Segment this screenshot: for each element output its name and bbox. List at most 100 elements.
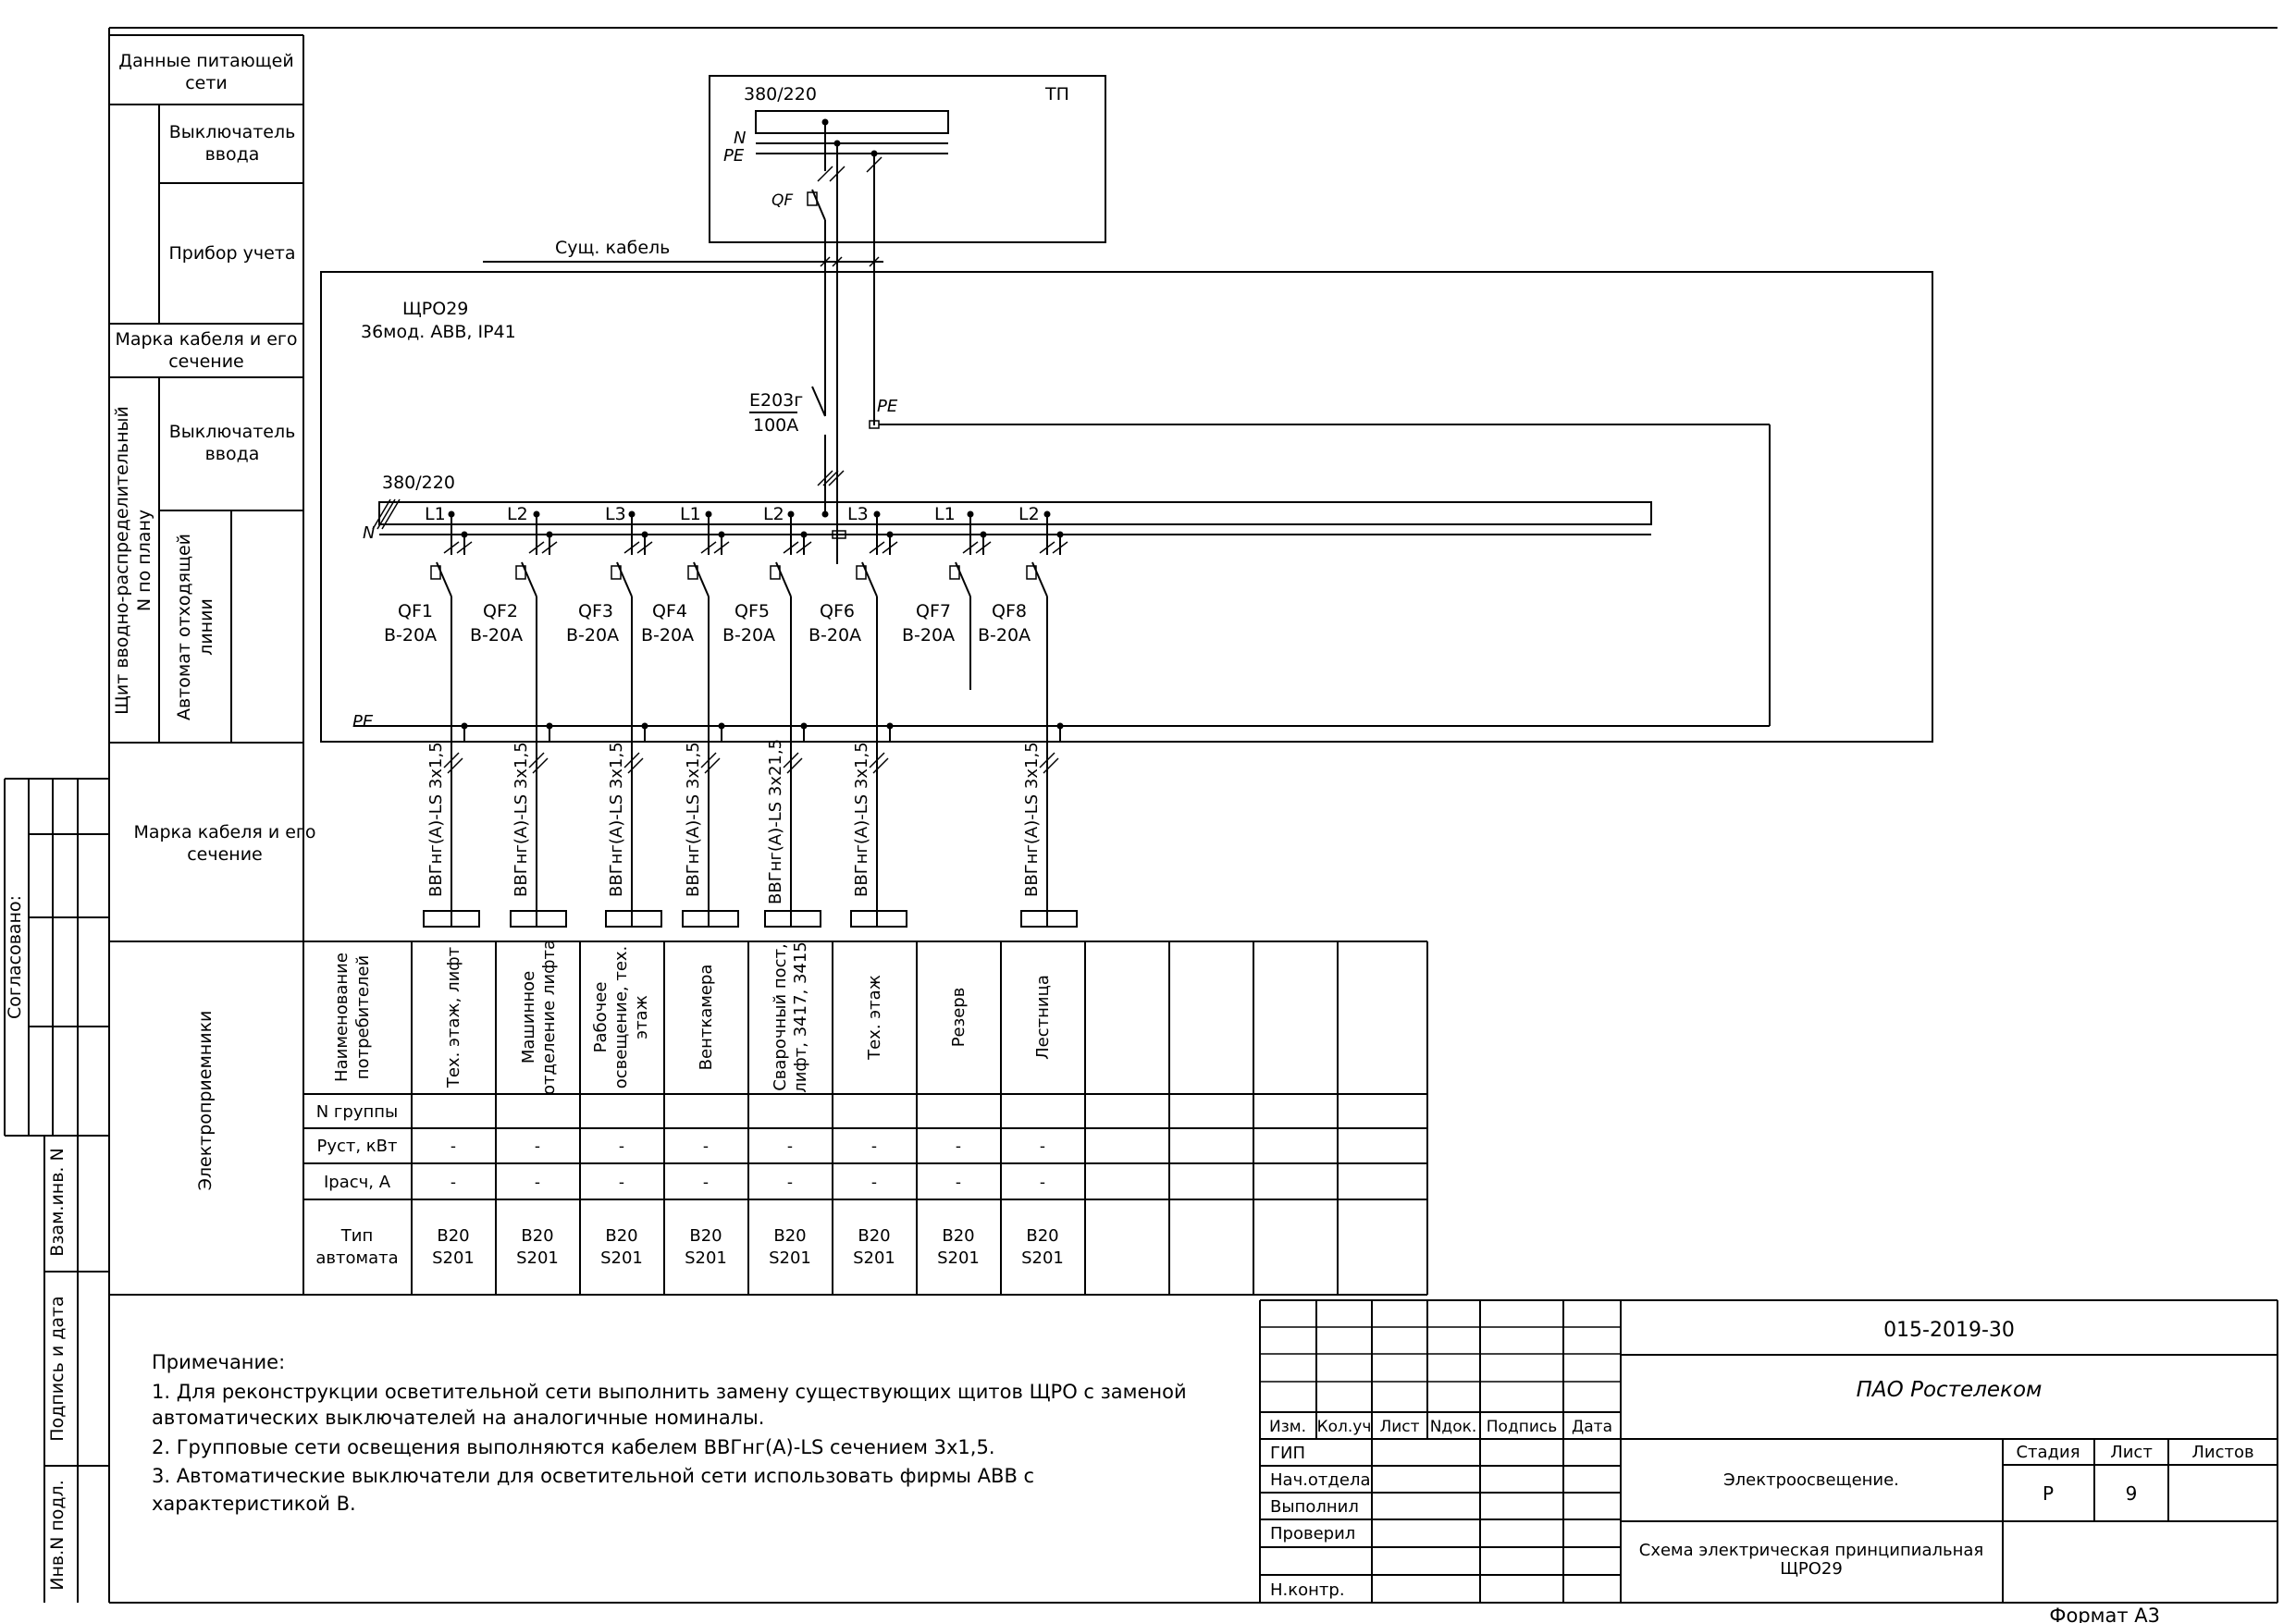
i-calc-header: Iрасч, А — [324, 1173, 391, 1192]
receivers-vertical-label: Электроприемники — [195, 1011, 216, 1191]
p-value: - — [787, 1137, 793, 1156]
tp-voltage-label: 380/220 — [744, 84, 817, 105]
p-value: - — [535, 1137, 540, 1156]
soglasovano-label: Согласовано: — [5, 895, 25, 1019]
circuit-2: QF2 B-20A ВВГнг(А)-LS 3х1,5 — [470, 510, 567, 928]
qf-rating: B-20A — [722, 625, 775, 646]
panel-voltage-label: 380/220 — [382, 473, 455, 493]
outgoing-circuits: QF1 B-20A ВВГнг(А)-LS 3х1,5 QF2 B-20A ВВ… — [384, 510, 1078, 928]
i-value: - — [703, 1174, 709, 1192]
title-block: 015-2019-30 ПАО Ростелеком Изм. Кол.уч Л… — [1259, 1299, 2277, 1603]
role-proveril: Проверил — [1270, 1524, 1355, 1543]
consumer-name: Рабочееосвещение, тех.этаж — [591, 946, 651, 1089]
notes: Примечание: 1. Для реконструкции осветит… — [152, 1351, 1187, 1515]
cable-label: ВВГнг(А)-LS 3х21,5 — [766, 739, 785, 904]
qf-label: QF5 — [734, 601, 770, 621]
phase-label-8: L2 — [1018, 504, 1040, 524]
role-nach-otdela: Нач.отдела — [1270, 1470, 1370, 1490]
p-value: - — [1040, 1137, 1045, 1156]
phase-label-5: L2 — [763, 504, 784, 524]
role-gip: ГИП — [1270, 1444, 1305, 1463]
header-kol-uch: Кол.уч — [1317, 1418, 1372, 1436]
phase-label-7: L1 — [934, 504, 956, 524]
tp-n-label: N — [734, 129, 746, 148]
distribution-panel: ЩРО29 36мод. ABB, IP41 E203г 100А PE PE … — [320, 254, 1933, 743]
circuit-3: QF3 B-20A ВВГнг(А)-LS 3х1,5 — [566, 510, 662, 928]
p-inst-header: Руст, кВт — [316, 1137, 397, 1156]
stage-value: Р — [2043, 1482, 2054, 1505]
i-value: - — [956, 1174, 961, 1192]
consumer-name: Лестница — [1033, 975, 1053, 1060]
section-name: Электроосвещение. — [1723, 1470, 1899, 1490]
cable-label: ВВГнг(А)-LS 3х1,5 — [852, 742, 871, 897]
i-value: - — [619, 1174, 624, 1192]
consumer-name: Тех. этаж — [865, 975, 884, 1061]
vzam-inv-label: Взам.инв. N — [47, 1148, 68, 1256]
qf-rating: B-20A — [902, 625, 955, 646]
p-value: - — [703, 1137, 709, 1156]
header-podpis: Подпись — [1487, 1418, 1557, 1436]
tp-name-label: ТП — [1044, 84, 1069, 105]
i-value: - — [535, 1174, 540, 1192]
note-line: характеристикой В. — [152, 1493, 356, 1515]
qf-rating: B-20A — [470, 625, 523, 646]
panel-spec-label: 36мод. ABB, IP41 — [361, 322, 516, 342]
p-value: - — [871, 1137, 877, 1156]
circuit-7: QF7 B-20A — [902, 510, 992, 690]
qf-label: QF4 — [652, 601, 687, 621]
qf-rating: B-20A — [809, 625, 861, 646]
circuit-8: QF8 B-20A ВВГнг(А)-LS 3х1,5 — [978, 510, 1078, 928]
note-line: 1. Для реконструкции осветительной сети … — [152, 1381, 1187, 1403]
tp-pe-label: PE — [723, 146, 745, 166]
i-value: - — [1040, 1174, 1045, 1192]
note-line: 3. Автоматические выключатели для освети… — [152, 1465, 1034, 1487]
phase-label-6: L3 — [847, 504, 869, 524]
cable-label: ВВГнг(А)-LS 3х1,5 — [684, 742, 703, 897]
cable-label: ВВГнг(А)-LS 3х1,5 — [426, 742, 446, 897]
main-rating-label: 100А — [753, 415, 798, 436]
i-value: - — [451, 1174, 456, 1192]
circuit-5: QF5 B-20A ВВГнг(А)-LS 3х21,5 — [722, 510, 821, 928]
group-no-header: N группы — [316, 1102, 398, 1122]
header-list: Лист — [1379, 1418, 1419, 1436]
role-n-kontr: Н.контр. — [1270, 1580, 1345, 1600]
phase-label-2: L2 — [507, 504, 528, 524]
cable-label: ВВГнг(А)-LS 3х1,5 — [607, 742, 626, 897]
header-ndok: Nдок. — [1430, 1418, 1477, 1436]
panel-n-label: N — [363, 523, 375, 543]
panel-name-label: ЩРО29 — [402, 299, 468, 319]
phase-label-1: L1 — [425, 504, 446, 524]
qf-label: QF7 — [916, 601, 951, 621]
phase-label-4: L1 — [680, 504, 701, 524]
meter-label: Прибор учета — [168, 243, 295, 264]
qf-label: QF3 — [578, 601, 613, 621]
notes-title: Примечание: — [152, 1351, 285, 1373]
sheet-value: 9 — [2126, 1482, 2138, 1505]
sheets-label: Листов — [2191, 1443, 2253, 1462]
doc-code: 015-2019-30 — [1883, 1319, 2015, 1342]
phase-label-3: L3 — [605, 504, 626, 524]
existing-cable-label: Сущ. кабель — [555, 238, 670, 258]
podpis-data-label: Подпись и дата — [47, 1296, 68, 1441]
qf-label: QF2 — [483, 601, 518, 621]
circuit-1: QF1 B-20A ВВГнг(А)-LS 3х1,5 — [384, 510, 480, 928]
consumer-name: Сварочный пост,лифт, 3417, 3415 — [771, 941, 810, 1093]
consumer-name: Резерв — [949, 988, 969, 1048]
sheet-label: Лист — [2110, 1443, 2153, 1462]
